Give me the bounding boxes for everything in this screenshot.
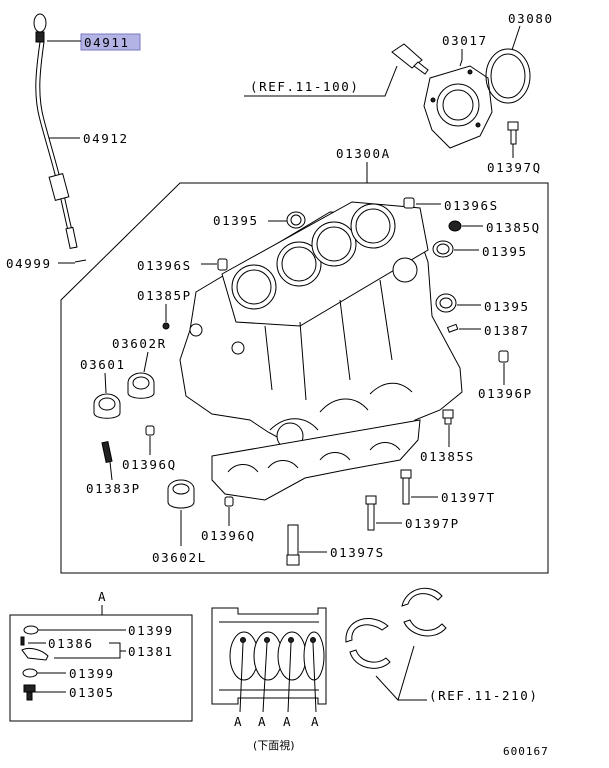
bearing-03602r	[127, 372, 155, 399]
block-bottom-view	[211, 607, 327, 705]
callout-01395-c: 01395	[484, 299, 530, 314]
plug-01395-a	[286, 211, 306, 229]
callout-01399-a: 01399	[128, 623, 174, 638]
callout-01386: 01386	[48, 636, 94, 651]
ref-11-210: (REF.11-210)	[429, 688, 539, 703]
callout-01396q-a: 01396Q	[122, 457, 177, 472]
plug-01396s-b	[217, 258, 228, 271]
sealant-tube	[391, 43, 429, 75]
pin-01387	[446, 323, 459, 333]
callout-03602r: 03602R	[112, 336, 167, 351]
main-bearing-shells	[345, 587, 447, 669]
callout-01396p: 01396P	[478, 386, 533, 401]
callout-01397s: 01397S	[330, 545, 385, 560]
callout-03017: 03017	[442, 33, 488, 48]
callout-01399-b: 01399	[69, 666, 115, 681]
oil-seal-ring	[485, 48, 531, 104]
oil-jet-01386	[20, 636, 49, 661]
pin-01396p	[498, 350, 509, 363]
callout-04911: 04911	[84, 35, 130, 50]
callout-01383p: 01383P	[86, 481, 141, 496]
callout-01397p: 01397P	[405, 516, 460, 531]
callout-03601: 03601	[80, 357, 126, 372]
plug-01396s-a	[403, 197, 415, 209]
plug-01395-c	[435, 293, 457, 313]
view-a-3: A	[283, 714, 292, 729]
callout-04912: 04912	[83, 131, 129, 146]
washer-01399-a	[23, 625, 39, 635]
detail-a-title: A	[98, 589, 107, 604]
figure-number: 600167	[503, 745, 549, 758]
part-highlight-04911	[80, 33, 141, 51]
callout-01396s-b: 01396S	[137, 258, 192, 273]
callout-01395-b: 01395	[482, 244, 528, 259]
bolt-01397q	[507, 121, 519, 145]
pin-01396q-b	[224, 496, 234, 507]
plug-01385p	[162, 322, 170, 330]
bolt-01397s	[286, 524, 300, 566]
oil-seal-case	[423, 65, 493, 149]
plug-01385s	[442, 409, 454, 425]
ref-11-100: (REF.11-100)	[250, 79, 360, 94]
callout-01396q-b: 01396Q	[201, 528, 256, 543]
bearing-03602l	[167, 479, 195, 509]
callout-01305: 01305	[69, 685, 115, 700]
view-a-1: A	[234, 714, 243, 729]
callout-01387: 01387	[484, 323, 530, 338]
callout-01385q: 01385Q	[486, 220, 541, 235]
washer-01399-b	[22, 668, 38, 678]
view-a-4: A	[311, 714, 320, 729]
oil-dipstick	[33, 13, 87, 263]
bolt-01397t	[400, 469, 412, 505]
pin-01396q-a	[145, 425, 155, 436]
bottom-view-caption: (下面視)	[253, 738, 295, 752]
bolt-01305	[23, 684, 36, 701]
bolt-01397p	[365, 495, 377, 531]
callout-04999: 04999	[6, 256, 52, 271]
plug-01395-b	[432, 240, 454, 258]
callout-01385s: 01385S	[420, 449, 475, 464]
bearing-03601	[93, 393, 121, 419]
callout-03080: 03080	[508, 11, 554, 26]
callout-01381: 01381	[128, 644, 174, 659]
stud-01383p	[101, 441, 113, 463]
cylinder-block	[179, 201, 463, 501]
callout-01395-a: 01395	[213, 213, 259, 228]
detail-a-box	[9, 614, 193, 722]
callout-01397q: 01397Q	[487, 160, 542, 175]
callout-01385p: 01385P	[137, 288, 192, 303]
callout-01396s-a: 01396S	[444, 198, 499, 213]
callout-01397t: 01397T	[441, 490, 496, 505]
callout-01300a: 01300A	[336, 146, 391, 161]
view-a-2: A	[258, 714, 267, 729]
cylinder-block-frame	[60, 182, 549, 574]
plug-01385q	[448, 220, 462, 232]
callout-03602l: 03602L	[152, 550, 207, 565]
